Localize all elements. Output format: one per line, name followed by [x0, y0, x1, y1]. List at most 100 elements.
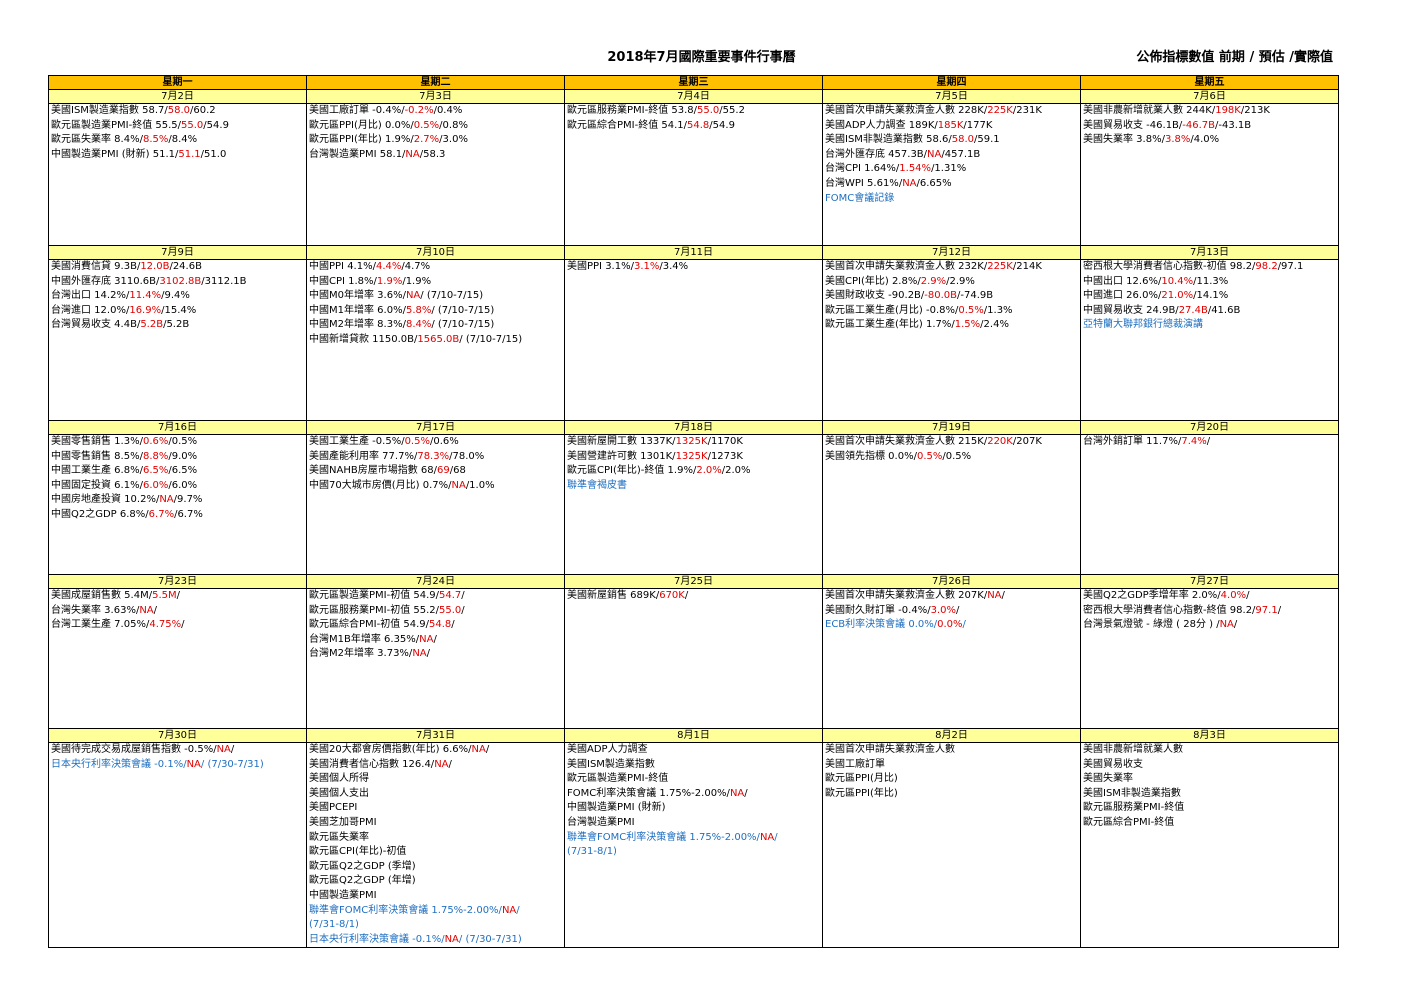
- day-events-cell: 美國零售銷售 1.3%/0.6%/0.5%中國零售銷售 8.5%/8.8%/9.…: [48, 434, 307, 575]
- forecast-value: 0.6%: [142, 436, 169, 447]
- forecast-value: 1.5%: [954, 319, 981, 331]
- indicator-item: 歐元區CPI(年比)-初值: [309, 845, 562, 860]
- indicator-text: 美國ADP人力調查 189K/: [825, 119, 938, 131]
- day-date: 7月17日: [306, 420, 565, 435]
- indicator-text: 台灣CPI 1.64%/: [825, 163, 900, 175]
- indicator-text: 美國消費者信心指數 126.4/: [309, 758, 435, 770]
- day-date: 7月4日: [564, 89, 823, 104]
- actual-value: /0.5%: [942, 450, 972, 462]
- forecast-value: 1565.0B: [417, 333, 460, 345]
- day-events-cell: 美國首次申請失業救濟金人數 207K/NA/美國耐久財訂單 -0.4%/3.0%…: [822, 588, 1081, 729]
- forecast-value: 55.0: [697, 105, 720, 116]
- indicator-item: 中國房地產投資 10.2%/NA/9.7%: [51, 493, 304, 508]
- forecast-value: 6.7%: [148, 508, 175, 520]
- indicator-item: 美國Q2之GDP季增年率 2.0%/4.0%/: [1083, 590, 1336, 604]
- indicator-text: 美國首次申請失業救濟金人數 228K/: [825, 105, 988, 116]
- indicator-text: 聯準會FOMC利率決策會議 1.75%-2.00%/: [567, 831, 760, 843]
- indicator-text: 歐元區工業生產(月比) -0.8%/: [825, 304, 959, 316]
- forecast-value: 58.0: [951, 134, 975, 146]
- indicator-item: 美國工廠訂單: [825, 758, 1078, 773]
- forecast-value: 51.1: [178, 148, 201, 160]
- actual-value: /24.6B: [169, 261, 202, 272]
- actual-value: /-74.9B: [957, 290, 994, 302]
- indicator-text: 美國工廠訂單 -0.4%/: [309, 105, 405, 116]
- forecast-value: 55.0: [439, 604, 462, 616]
- day-events-cell: 美國Q2之GDP季增年率 2.0%/4.0%/密西根大學消費者信心指數-終值 9…: [1080, 588, 1339, 729]
- forecast-value: 1325K: [675, 450, 708, 462]
- day-date: 7月23日: [48, 574, 307, 589]
- actual-value: /54.9: [203, 119, 229, 131]
- forecast-value: 198K: [1215, 105, 1241, 116]
- actual-value: /1.3%: [983, 304, 1013, 316]
- indicator-text: 美國ISM製造業指數: [567, 758, 655, 770]
- indicator-text: 歐元區PPI(月比): [825, 773, 898, 785]
- actual-value: /: [1246, 590, 1250, 601]
- indicator-item: 美國領先指標 0.0%/0.5%/0.5%: [825, 450, 1078, 465]
- day-events-cell: 美國首次申請失業救濟金人數美國工廠訂單歐元區PPI(月比)歐元區PPI(年比): [822, 741, 1081, 949]
- actual-value: /: [176, 590, 180, 601]
- indicator-item: 美國工廠訂單 -0.4%/-0.2%/0.4%: [309, 105, 562, 119]
- actual-value: /: [1277, 604, 1282, 616]
- indicator-item: 歐元區製造業PMI-初值 54.9/54.7/: [309, 590, 562, 604]
- actual-value: /1273K: [707, 450, 743, 462]
- indicator-text: FOMC會議記錄: [825, 192, 895, 204]
- page-title: 2018年7月國際重要事件行事曆: [607, 50, 796, 65]
- actual-value: /3.0%: [439, 134, 468, 146]
- day-events-cell: 美國新屋銷售 689K/670K/: [564, 588, 823, 729]
- forecast-value: NA: [729, 787, 745, 799]
- indicator-item: 美國首次申請失業救濟金人數: [825, 744, 1078, 758]
- forecast-value: 8.4%: [405, 319, 432, 331]
- indicator-text: 台灣景氣燈號 - 綠燈 ( 28分 ) /: [1083, 619, 1220, 631]
- day-events-cell: 中國PPI 4.1%/4.4%/4.7%中國CPI 1.8%/1.9%/1.9%…: [306, 259, 565, 421]
- actual-value: /41.6B: [1207, 304, 1241, 316]
- forecast-value: NA: [927, 148, 942, 160]
- actual-value: /231K: [1012, 105, 1042, 116]
- indicator-text: 美國PPI 3.1%/: [567, 261, 634, 272]
- forecast-value: NA: [405, 148, 420, 160]
- actual-value: /: [774, 831, 778, 843]
- weekday-header: 星期三: [564, 75, 823, 90]
- indicator-text: 台灣外銷訂單 11.7%/: [1083, 436, 1182, 447]
- actual-value: /: [433, 633, 437, 645]
- day-date: 7月6日: [1080, 89, 1339, 104]
- weekday-header: 星期五: [1080, 75, 1339, 90]
- actual-value: /: [955, 604, 960, 616]
- indicator-text: 美國非農新增就業人數 244K/: [1083, 105, 1216, 116]
- actual-value: /54.9: [709, 119, 735, 131]
- actual-value: /1.31%: [931, 163, 967, 175]
- forecast-value: NA: [451, 479, 466, 491]
- actual-value: /78.0%: [449, 450, 485, 462]
- indicator-text: 美國成屋銷售數 5.4M/: [51, 590, 153, 601]
- indicator-text: 歐元區Q2之GDP (年增): [309, 875, 416, 887]
- actual-value: /11.3%: [1193, 275, 1229, 287]
- indicator-item: 美國消費者信心指數 126.4/NA/: [309, 758, 562, 773]
- indicator-text: 歐元區CPI(年比)-初值: [309, 846, 407, 858]
- day-date: 7月25日: [564, 574, 823, 589]
- indicator-item: 中國貿易收支 24.9B/27.4B/41.6B: [1083, 304, 1336, 319]
- indicator-item: 美國PPI 3.1%/3.1%/3.4%: [567, 261, 820, 275]
- day-events-cell: 美國工業生產 -0.5%/0.5%/0.6%美國產能利用率 77.7%/78.3…: [306, 434, 565, 575]
- actual-value: /15.4%: [161, 304, 197, 316]
- actual-value: /6.0%: [168, 479, 198, 491]
- actual-value: /6.5%: [168, 465, 198, 477]
- indicator-item: 歐元區失業率: [309, 831, 562, 846]
- indicator-item: 美國產能利用率 77.7%/78.3%/78.0%: [309, 450, 562, 465]
- indicator-text: 密西根大學消費者信心指數-初值 98.2/: [1083, 261, 1256, 272]
- indicator-item: 美國消費信貸 9.3B/12.0B/24.6B: [51, 261, 304, 275]
- day-date: 7月16日: [48, 420, 307, 435]
- forecast-value: 7.4%: [1181, 436, 1207, 447]
- indicator-text: 歐元區綜合PMI-初值 54.9/: [309, 619, 430, 631]
- actual-value: / (7/10-7/15): [459, 333, 523, 345]
- indicator-text: 中國新增貸款 1150.0B/: [309, 333, 418, 345]
- indicator-text: 美國營建許可數 1301K/: [567, 450, 676, 462]
- forecast-value: 78.3%: [417, 450, 450, 462]
- day-events-cell: 美國非農新增就業人數美國貿易收支美國失業率美國ISM非製造業指數歐元區服務業PM…: [1080, 741, 1339, 949]
- indicator-text: 歐元區製造業PMI-終值: [567, 773, 669, 785]
- indicator-text: 美國新屋開工數 1337K/: [567, 436, 676, 447]
- indicator-item: 台灣WPI 5.61%/NA/6.65%: [825, 177, 1078, 192]
- actual-value: /58.3: [419, 148, 446, 160]
- indicator-item: 美國新屋銷售 689K/670K/: [567, 590, 820, 604]
- actual-value: /-43.1B: [1215, 119, 1252, 131]
- forecast-value: NA: [987, 590, 1002, 601]
